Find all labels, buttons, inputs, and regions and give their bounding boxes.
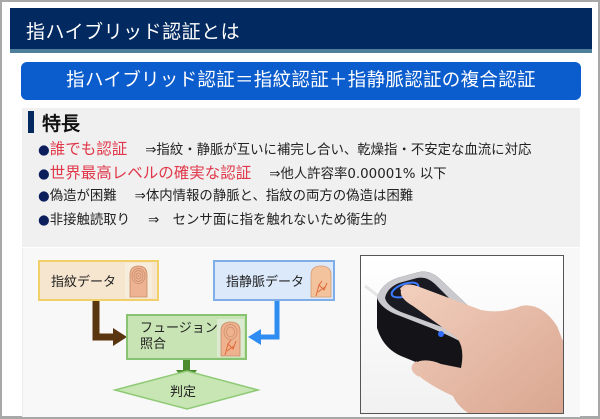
feature-description: ⇒指紋・静脈が互いに補完し合い、乾燥指・不安定な血流に対応 (145, 143, 532, 158)
bullet-icon: ● (38, 143, 50, 158)
bullet-icon: ● (38, 189, 50, 204)
diagram-panel: 判定 指紋データ 指静脈データ (22, 248, 580, 417)
sensor-photo-illustration (361, 256, 563, 413)
features-title: 特長 (42, 112, 81, 135)
fingerprint-arrowhead (113, 328, 127, 346)
vein-data-label: 指静脈データ (226, 275, 305, 290)
fusion-matching-label: フュージョン 照合 (140, 321, 218, 353)
feature-highlight: 世界最高レベルの確実な認証 (49, 164, 252, 182)
feature-label: 非接触読取り (49, 213, 131, 228)
sensor-photo (360, 255, 564, 414)
bullet-icon: ● (38, 167, 50, 182)
features-heading: 特長 (28, 110, 81, 135)
features-panel: 特長 ●誰でも認証⇒指紋・静脈が互いに補完し合い、乾燥指・不安定な血流に対応 ●… (22, 108, 580, 247)
vein-arrowhead (248, 329, 261, 345)
feature-item: ●偽造が困難 ⇒体内情報の静脈と、指紋の両方の偽造は困難 (38, 185, 531, 209)
feature-label: 偽造が困難 (49, 189, 117, 204)
fingerprint-finger-icon (125, 263, 152, 298)
feature-description: ⇒ センサ面に指を触れないため衛生的 (148, 213, 387, 228)
slide-title: 指ハイブリッド認証とは (26, 21, 241, 43)
features-list: ●誰でも認証⇒指紋・静脈が互いに補完し合い、乾燥指・不安定な血流に対応 ●世界最… (38, 137, 531, 233)
feature-highlight: 誰でも認証 (49, 140, 128, 158)
fingerprint-arrow (92, 301, 115, 341)
feature-description: ⇒他人許容率0.00001% 以下 (269, 167, 447, 182)
vein-data-box: 指静脈データ (213, 260, 335, 301)
vein-finger-icon (308, 263, 335, 298)
bullet-icon: ● (38, 213, 50, 228)
fingerprint-data-box: 指紋データ (38, 260, 159, 301)
decision-diamond (112, 370, 261, 410)
feature-item: ●誰でも認証 ⇒指紋・静脈が互いに補完し合い、乾燥指・不安定な血流に対応 (38, 137, 531, 161)
feature-item: ●世界最高レベルの確実な認証 ⇒他人許容率0.00001% 以下 (38, 161, 531, 185)
feature-item: ●非接触読取り ⇒ センサ面に指を触れないため衛生的 (38, 209, 531, 233)
slide-header: 指ハイブリッド認証とは (10, 8, 592, 53)
fingerprint-data-label: 指紋データ (51, 275, 117, 290)
heading-accent-bar (28, 111, 34, 133)
flow-arrows (92, 301, 280, 410)
summary-banner: 指ハイブリッド認証＝指紋認証＋指静脈認証の複合認証 (21, 62, 581, 100)
result-arrow-shaft (183, 360, 190, 371)
fusion-matching-box: フュージョン 照合 (126, 314, 247, 360)
vein-arrow (259, 301, 280, 340)
fusion-label-line2: 照合 (140, 337, 167, 352)
feature-description: ⇒体内情報の静脈と、指紋の両方の偽造は困難 (134, 189, 414, 204)
fused-finger-icon (217, 319, 244, 357)
fusion-label-line1: フュージョン (140, 321, 218, 336)
decision-label: 判定 (170, 385, 197, 400)
